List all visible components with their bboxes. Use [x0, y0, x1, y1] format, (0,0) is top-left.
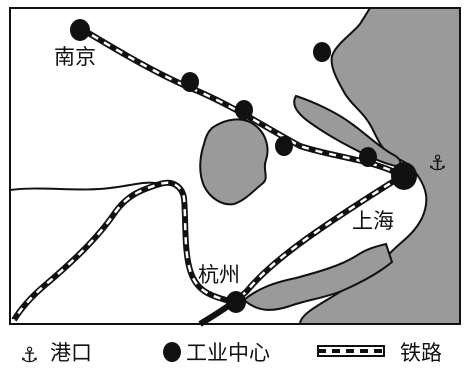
land-border-south — [9, 181, 161, 191]
industrial-center — [181, 72, 199, 92]
legend-railway-icon — [317, 345, 385, 357]
industrial-center-shanghai — [391, 162, 417, 190]
sea-hangzhou-bay — [242, 242, 394, 311]
industrial-center — [275, 136, 293, 156]
legend-industrial-center-label: 工业中心 — [186, 341, 270, 365]
industrial-center-hangzhou — [226, 291, 246, 313]
legend-industrial-center-icon — [163, 342, 181, 362]
city-label-shanghai: 上海 — [352, 209, 394, 233]
city-label-nanjing: 南京 — [54, 45, 96, 69]
lake-taihu — [199, 118, 269, 206]
legend-port-label: 港口 — [50, 341, 92, 365]
port-icon: ⚓ — [428, 151, 447, 175]
city-label-hangzhou: 杭州 — [198, 263, 240, 287]
legend: ⚓ 港口 工业中心 铁路 — [20, 341, 442, 367]
industrial-center-nanjing — [70, 19, 90, 41]
industrial-center — [235, 100, 253, 120]
legend-railway-label: 铁路 — [400, 341, 442, 365]
industrial-centers — [70, 19, 417, 313]
legend-port-icon: ⚓ — [20, 343, 39, 367]
industrial-center — [313, 42, 331, 62]
map-frame — [9, 7, 461, 325]
industrial-center — [359, 147, 377, 167]
